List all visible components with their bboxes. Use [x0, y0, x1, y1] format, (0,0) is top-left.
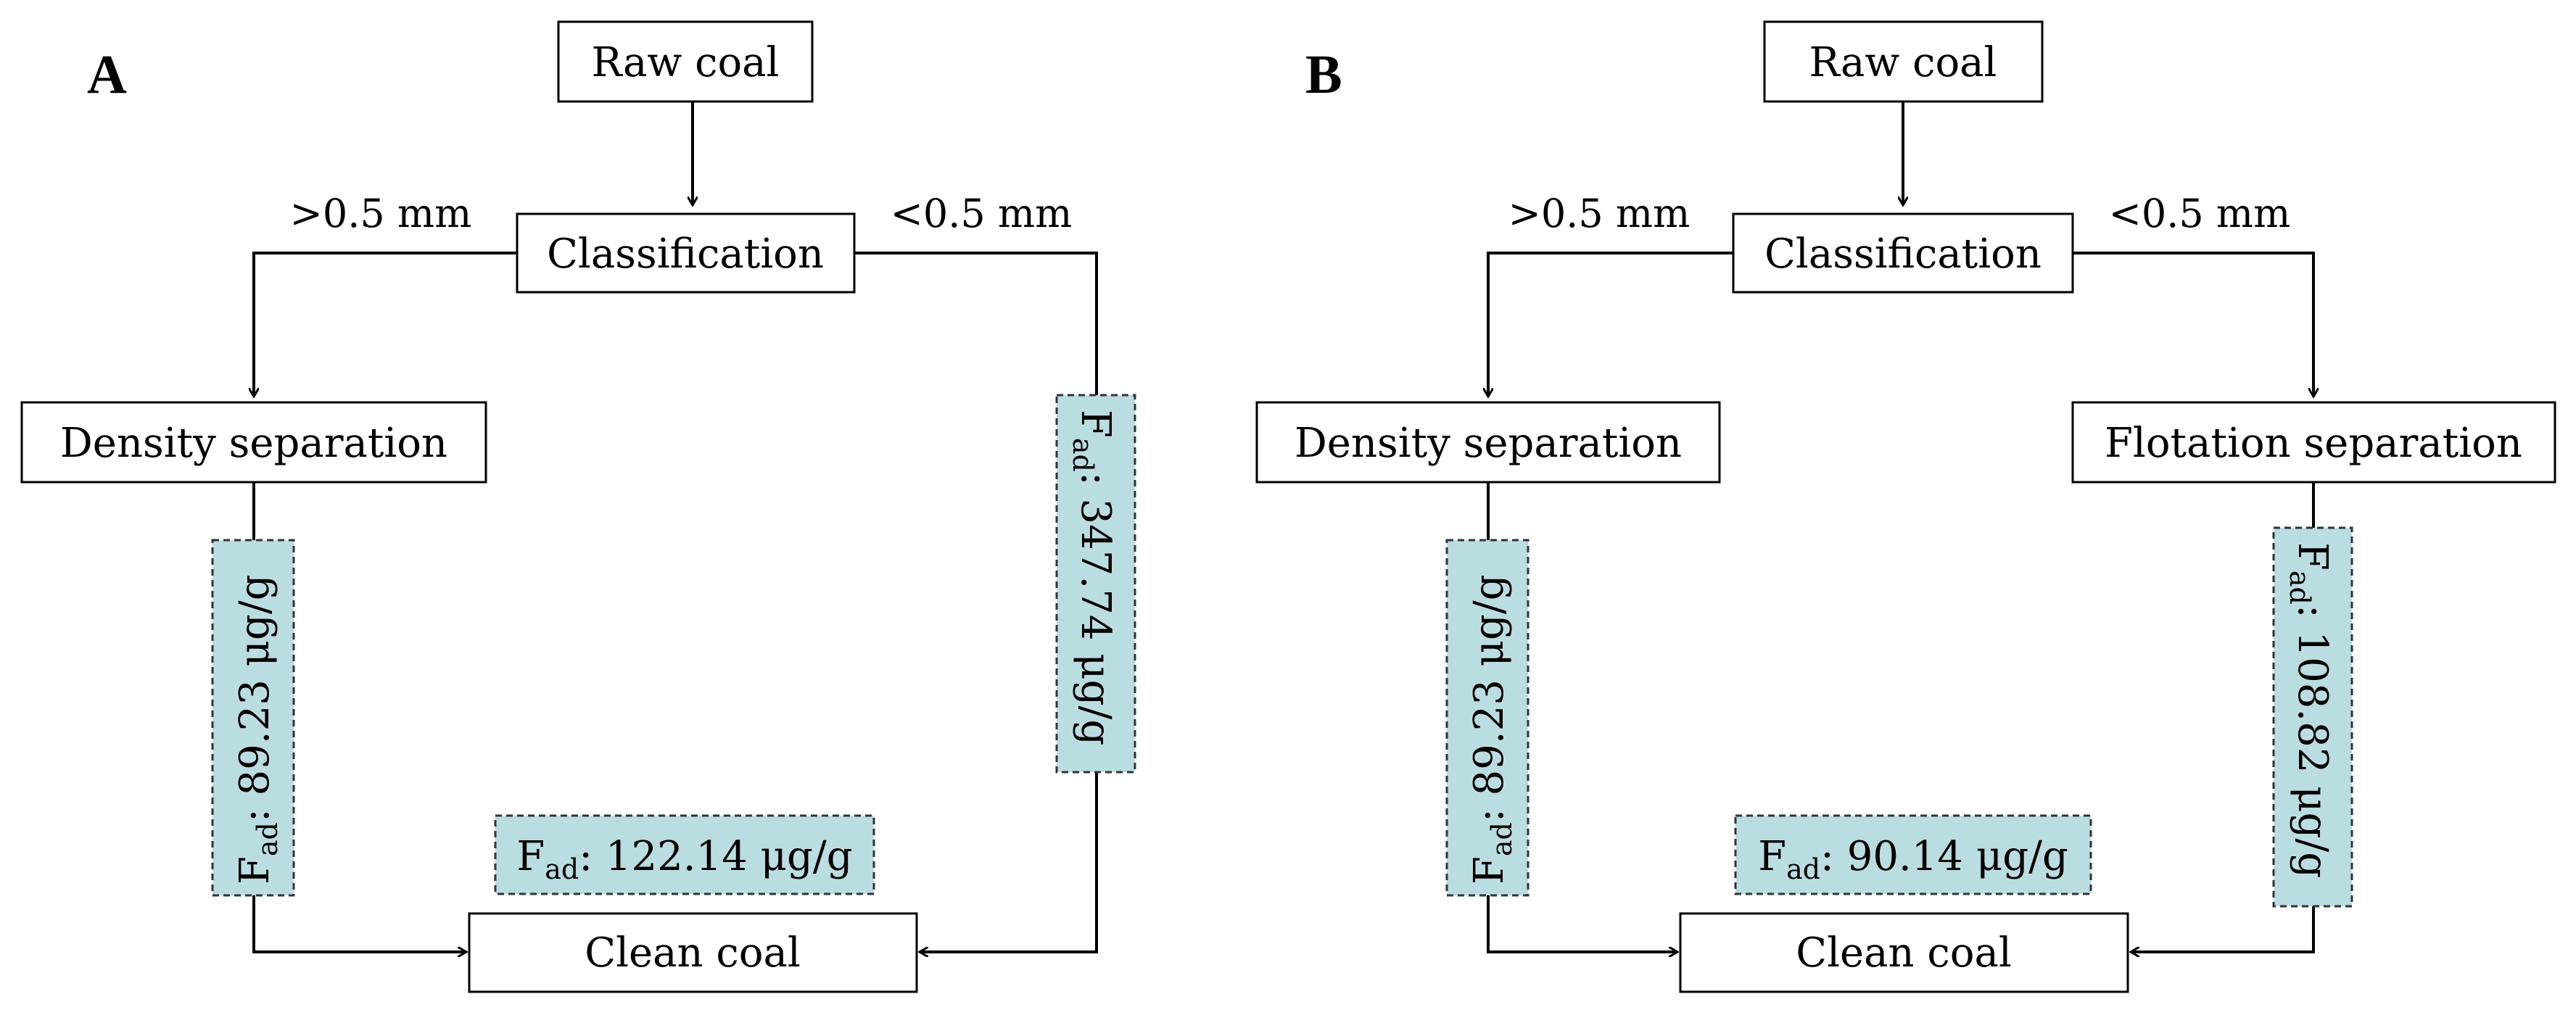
- raw-coal-box-b: Raw coal: [1763, 20, 2044, 103]
- fad-density-box: Fad: 89.23 μg/g: [211, 539, 295, 897]
- panel-a: A Raw coal Classification >0.5 mm <0.5 m…: [20, 20, 1136, 993]
- arrow-flotation-to-clean-b: [2131, 906, 2315, 952]
- classification-text-b: Classification: [1764, 231, 2042, 278]
- coarse-fraction-label: >0.5 mm: [290, 191, 472, 236]
- fad-clean-text-b: Fad: 90.14 μg/g: [1758, 833, 2068, 885]
- raw-coal-text-b: Raw coal: [1809, 39, 1997, 86]
- classification-box: Classification: [516, 212, 856, 294]
- panel-a-label: A: [87, 44, 127, 105]
- fad-fine-box: Fad: 347.74 μg/g: [1055, 394, 1136, 774]
- panel-b-label: B: [1305, 44, 1342, 105]
- arrow-classification-to-density: [254, 252, 517, 397]
- panel-b: B Raw coal Classification >0.5 mm <0.5 m…: [1255, 20, 2556, 993]
- clean-coal-text-b: Clean coal: [1796, 929, 2012, 977]
- coarse-fraction-label-b: >0.5 mm: [1508, 191, 1690, 236]
- arrow-fine-to-clean: [920, 772, 1098, 952]
- arrow-classification-to-density-b: [1488, 252, 1733, 397]
- density-separation-text-b: Density separation: [1295, 420, 1682, 467]
- fad-density-text-b: Fad: 89.23 μg/g: [1466, 574, 1518, 884]
- raw-coal-box: Raw coal: [557, 20, 814, 103]
- clean-coal-text: Clean coal: [585, 929, 801, 977]
- arrow-density-to-clean: [252, 895, 466, 952]
- arrow-classification-to-flotation-b: [2073, 252, 2313, 397]
- clean-coal-box-b: Clean coal: [1679, 912, 2129, 993]
- clean-coal-box: Clean coal: [468, 912, 918, 993]
- density-separation-box: Density separation: [20, 401, 487, 484]
- fad-flotation-box-b: Fad: 108.82 μg/g: [2272, 526, 2353, 908]
- density-separation-text: Density separation: [60, 420, 447, 467]
- classification-box-b: Classification: [1732, 212, 2074, 294]
- fine-fraction-label: <0.5 mm: [891, 191, 1073, 236]
- fad-clean-box-b: Fad: 90.14 μg/g: [1734, 814, 2092, 895]
- flotation-separation-text-b: Flotation separation: [2105, 420, 2522, 467]
- fad-density-box-b: Fad: 89.23 μg/g: [1445, 539, 1530, 897]
- fad-density-text: Fad: 89.23 μg/g: [231, 574, 284, 884]
- flotation-separation-box-b: Flotation separation: [2071, 401, 2556, 484]
- raw-coal-text: Raw coal: [592, 39, 780, 86]
- arrow-density-to-clean-b: [1487, 895, 1677, 952]
- fine-fraction-label-b: <0.5 mm: [2109, 191, 2291, 236]
- density-separation-box-b: Density separation: [1255, 401, 1721, 484]
- fad-flotation-text-b: Fad: 108.82 μg/g: [2284, 542, 2336, 878]
- fad-clean-text: Fad: 122.14 μg/g: [516, 833, 852, 885]
- classification-text: Classification: [547, 231, 824, 278]
- fad-fine-text: Fad: 347.74 μg/g: [1067, 410, 1119, 745]
- fad-clean-box: Fad: 122.14 μg/g: [494, 814, 875, 895]
- line-classification-to-fine: [854, 252, 1098, 395]
